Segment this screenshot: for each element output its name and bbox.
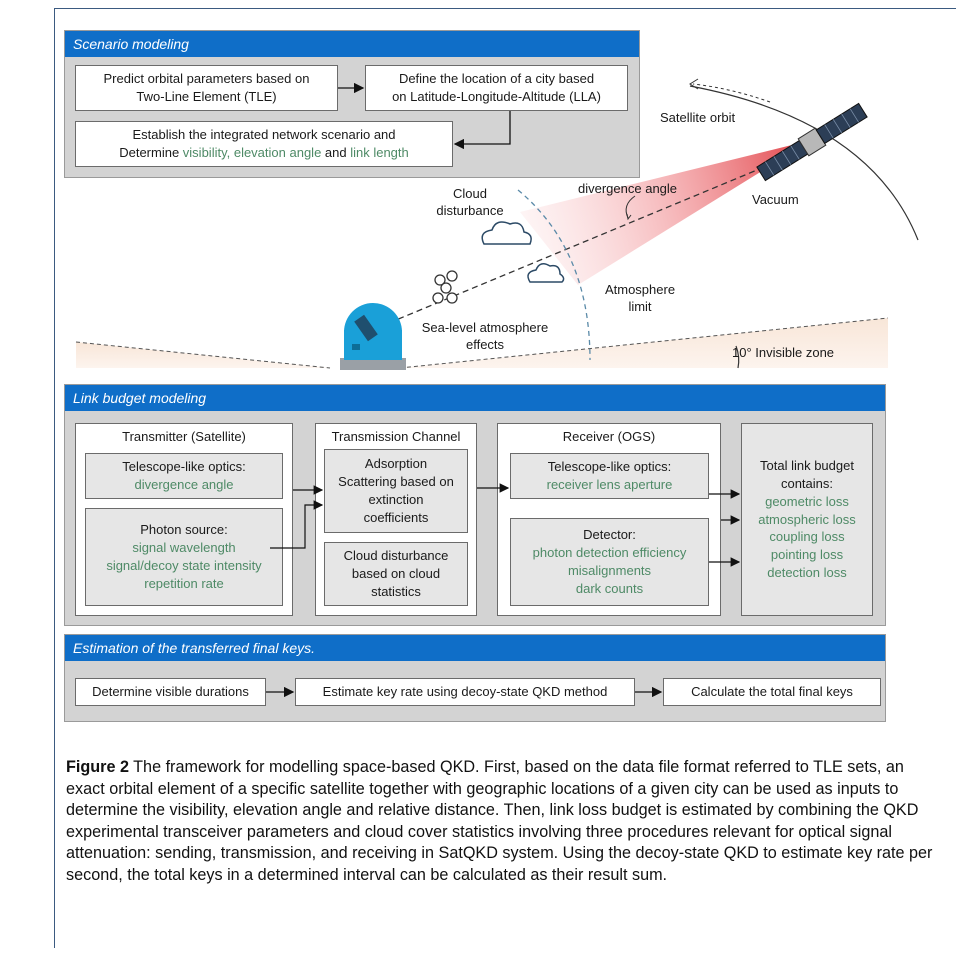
channel-title: Transmission Channel [331, 429, 461, 444]
visible-durations-box: Determine visible durations [75, 678, 266, 706]
cloud-icon-small [527, 263, 565, 283]
estimation-header: Estimation of the transferred final keys… [65, 635, 885, 661]
caption-text: The framework for modelling space-based … [66, 758, 933, 884]
cloud-disturbance-label: Cloud disturbance [436, 186, 504, 218]
divergence-angle-label: divergence angle [578, 181, 678, 196]
tx-optics-box: Telescope-like optics: divergence angle [85, 453, 283, 499]
figure-label: Figure 2 [66, 758, 129, 776]
invisible-zone-left-edge [75, 341, 331, 369]
tle-box: Predict orbital parameters based on Two-… [75, 65, 338, 111]
vacuum-label: Vacuum [752, 192, 799, 207]
network-scenario-box: Establish the integrated network scenari… [75, 121, 453, 167]
rx-optics-box: Telescope-like optics: receiver lens ape… [510, 453, 709, 499]
atmosphere-limit-arc [517, 189, 591, 361]
receiver-title: Receiver (OGS) [562, 429, 656, 444]
frame-top-line [54, 8, 956, 9]
sea-level-effects-label: Sea-level atmosphere effects [421, 320, 549, 352]
total-link-budget-box: Total link budget contains: geometric lo… [741, 423, 873, 616]
orbit-dashed-arrow [692, 83, 771, 103]
frame-left-line [54, 8, 55, 948]
lla-box: Define the location of a city based on L… [365, 65, 628, 111]
transmitter-title: Transmitter (Satellite) [122, 429, 246, 444]
satellite-icon [756, 102, 868, 182]
elevation-arc [735, 345, 740, 369]
satellite-orbit-label: Satellite orbit [660, 110, 736, 125]
laser-beam [520, 140, 812, 285]
satellite-orbit-arc [689, 85, 919, 241]
adsorption-box: Adsorption Scattering based on extinctio… [324, 449, 468, 533]
invisible-zone-label: 10° Invisible zone [732, 345, 835, 360]
molecule-icon [432, 270, 458, 304]
cloud-disturbance-box: Cloud disturbance based on cloud statist… [324, 542, 468, 606]
cloud-icon [481, 221, 532, 245]
atmosphere-limit-label: Atmosphere limit [604, 282, 676, 314]
telescope-icon [340, 303, 406, 370]
photon-source-box: Photon source: signal wavelength signal/… [85, 508, 283, 606]
total-keys-box: Calculate the total final keys [663, 678, 881, 706]
link-budget-header: Link budget modeling [65, 385, 885, 411]
scenario-modeling-header: Scenario modeling [65, 31, 639, 57]
link-line [371, 147, 811, 331]
detector-box: Detector: photon detection efficiency mi… [510, 518, 709, 606]
key-rate-box: Estimate key rate using decoy-state QKD … [295, 678, 635, 706]
figure-caption: Figure 2 The framework for modelling spa… [66, 757, 946, 886]
invisible-zone-right-edge [399, 317, 889, 369]
